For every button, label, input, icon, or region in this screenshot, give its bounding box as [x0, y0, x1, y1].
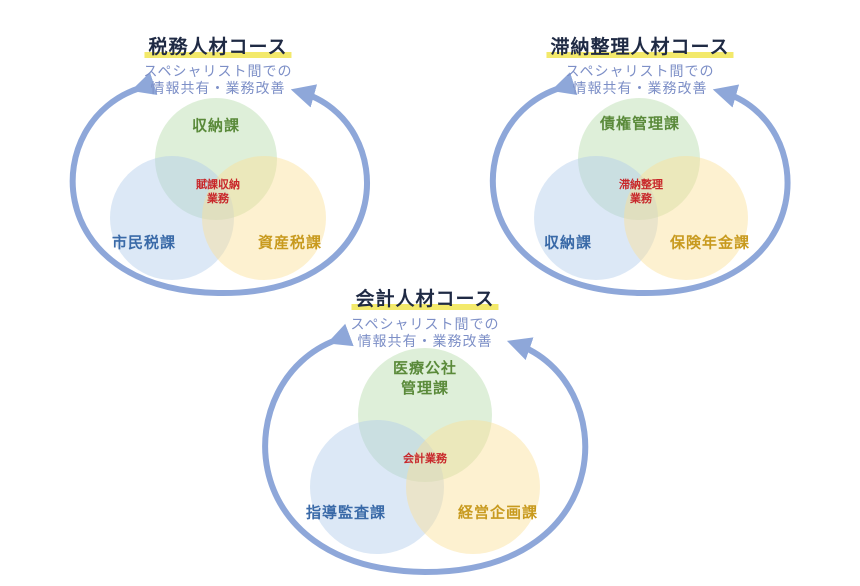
panel-title-tax: 税務人材コース: [144, 32, 292, 59]
panel-title-accounting: 会計人材コース: [351, 284, 499, 311]
venn-circle-top: [155, 98, 277, 220]
venn-label-right: 保険年金課: [669, 233, 751, 252]
panel-subtitle-delinquency: スペシャリスト間での 情報共有・業務改善: [565, 64, 715, 97]
venn-circle-top: [578, 98, 700, 220]
venn-center-label: 会計業務: [403, 452, 447, 465]
venn-circle-right: [202, 156, 326, 280]
venn-circle-right: [406, 420, 540, 554]
venn-circle-top: [358, 348, 492, 482]
venn-label-right: 経営企画課: [457, 503, 539, 522]
panel-subtitle-accounting: スペシャリスト間での 情報共有・業務改善: [350, 317, 500, 350]
venn-label-top: 債権管理課: [599, 114, 681, 133]
venn-label-top: 収納課: [191, 116, 241, 135]
panel-title-delinquency: 滞納整理人材コース: [546, 32, 734, 59]
venn-circle-right: [624, 156, 748, 280]
venn-circle-left: [534, 156, 658, 280]
loop-arrow-tax: [69, 72, 370, 297]
loop-arrow-accounting: [262, 323, 589, 576]
venn-circle-left: [310, 420, 444, 554]
venn-center-label: 賦課収納 業務: [196, 178, 240, 205]
venn-center-label: 滞納整理 業務: [619, 178, 663, 205]
venn-label-left: 指導監査課: [305, 503, 387, 522]
panel-subtitle-tax: スペシャリスト間での 情報共有・業務改善: [143, 64, 293, 97]
venn-label-left: 市民税課: [111, 233, 177, 252]
venn-label-right: 資産税課: [257, 233, 323, 252]
venn-label-top: 医療公社 管理課: [392, 359, 458, 397]
venn-circle-left: [110, 156, 234, 280]
loop-arrow-delinquency: [489, 72, 791, 297]
venn-label-left: 収納課: [543, 233, 593, 252]
